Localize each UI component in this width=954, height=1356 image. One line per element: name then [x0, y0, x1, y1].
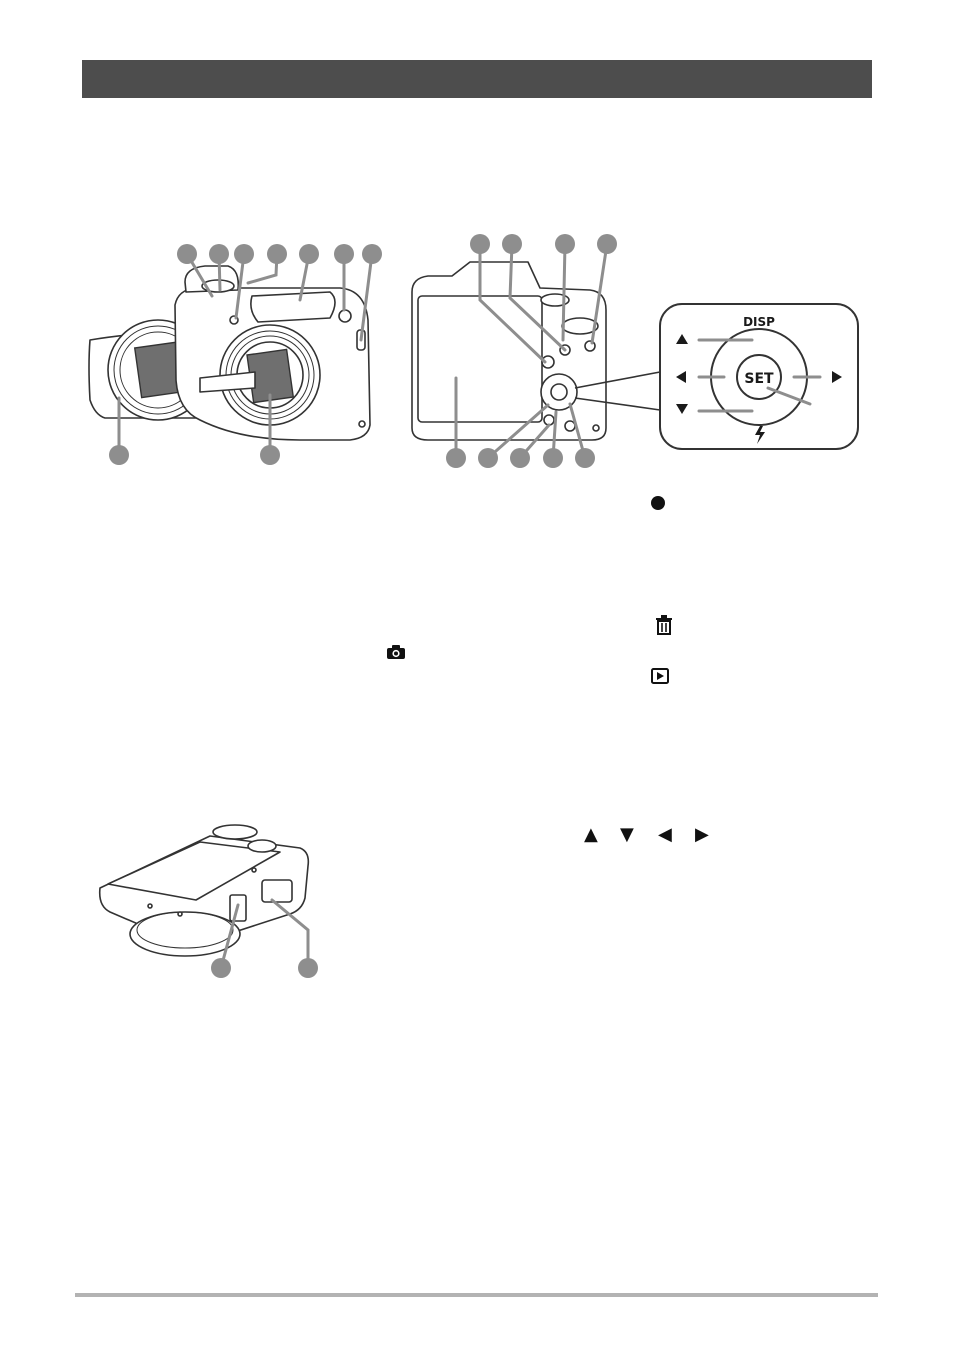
camera-back-body — [411, 261, 607, 441]
camera-front-body — [174, 265, 371, 441]
arrow-up-icon: ▲ — [584, 824, 598, 845]
callout-circle — [109, 445, 129, 465]
callout-circle — [299, 244, 319, 264]
callout-circle — [478, 448, 498, 468]
trash-icon — [656, 615, 672, 635]
callout-circle — [260, 445, 280, 465]
bottom-callouts — [211, 898, 318, 978]
playback-icon — [651, 668, 669, 684]
callout-circle — [555, 234, 575, 254]
record-dot-icon — [651, 496, 665, 510]
set-label: SET — [744, 371, 774, 387]
footer-rule — [75, 1293, 878, 1297]
callout-circle — [470, 234, 490, 254]
callout-circle — [597, 234, 617, 254]
set-button-outline — [736, 354, 782, 400]
front-callouts — [109, 244, 382, 465]
back-callouts — [446, 234, 617, 468]
callout-circle — [362, 244, 382, 264]
callout-circle — [510, 448, 530, 468]
disp-label: DISP — [743, 315, 775, 329]
callout-circle — [298, 958, 318, 978]
camera-bottom-body — [98, 824, 310, 957]
arrow-right-icon: ▶ — [695, 824, 709, 845]
arrow-down-icon: ▼ — [620, 824, 634, 845]
callout-circle — [575, 448, 595, 468]
callout-circle — [234, 244, 254, 264]
callout-circle — [177, 244, 197, 264]
callout-circle — [543, 448, 563, 468]
section-header-bar — [82, 60, 872, 98]
control-ring — [710, 328, 808, 426]
callout-circle — [334, 244, 354, 264]
camera-icon — [387, 645, 405, 659]
flash-icon — [755, 426, 765, 444]
callout-circle — [446, 448, 466, 468]
callout-circle — [209, 244, 229, 264]
lens-cover-drawing — [88, 319, 209, 421]
arrow-right-icon — [832, 371, 842, 383]
arrow-up-icon — [676, 334, 688, 344]
arrow-left-icon — [676, 371, 686, 383]
callout-circle — [267, 244, 287, 264]
callout-circle — [502, 234, 522, 254]
arrow-left-icon: ◀ — [658, 824, 672, 845]
callout-circle — [211, 958, 231, 978]
arrow-down-icon — [676, 404, 688, 414]
